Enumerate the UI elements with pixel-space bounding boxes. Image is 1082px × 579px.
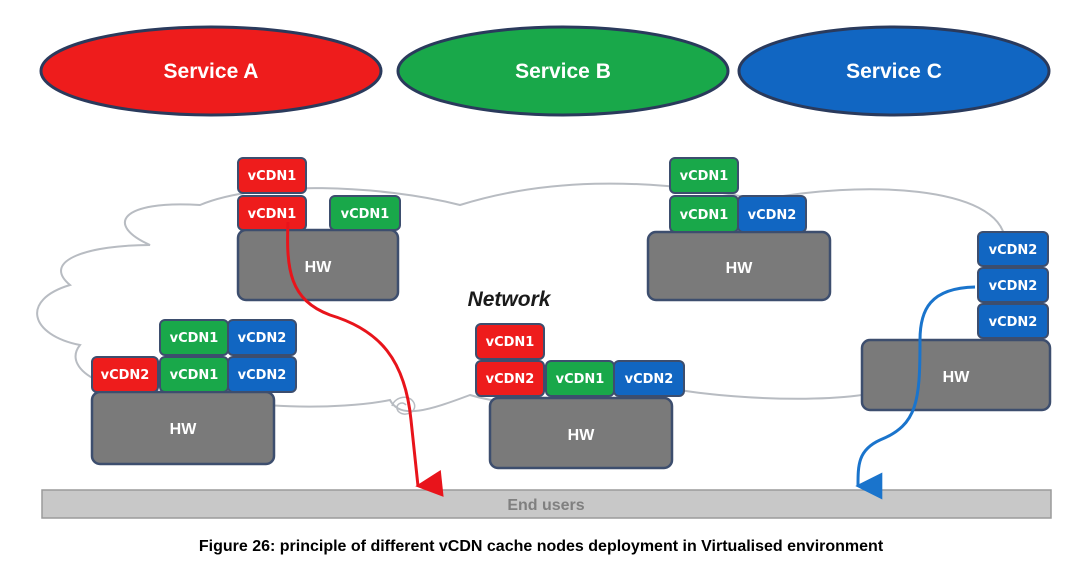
hw-node-1: HW vCDN1 vCDN1 vCDN1 (236, 157, 401, 302)
vcdn-label: vCDN2 (101, 368, 150, 383)
vcdn-label: vCDN1 (556, 372, 605, 387)
service-a-label: Service A (164, 60, 259, 83)
vcdn-box (737, 195, 807, 233)
vcdn-box (613, 360, 685, 397)
vcdn-label: vCDN2 (486, 372, 535, 387)
vcdn-label: vCDN1 (680, 169, 729, 184)
end-users-bar: End users (41, 489, 1052, 519)
vcdn-deployment-diagram: Service A Service B Service C Network En… (36, 25, 1052, 519)
hw-label: HW (943, 369, 971, 386)
network-label: Network (468, 288, 552, 311)
hw-node-5: HW vCDN1 vCDN2 vCDN1 vCDN2 (475, 323, 685, 470)
hw-node-3: HW vCDN2 vCDN2 vCDN2 (860, 231, 1052, 412)
vcdn-box (227, 356, 297, 393)
vcdn-label: vCDN2 (989, 315, 1038, 330)
vcdn-label: vCDN1 (486, 335, 535, 350)
vcdn-label: vCDN1 (341, 207, 390, 222)
service-c-ellipse: Service C (737, 25, 1051, 117)
hw-box (860, 338, 1052, 412)
vcdn-box (227, 319, 297, 356)
service-b-label: Service B (515, 60, 611, 83)
vcdn-label: vCDN2 (625, 372, 674, 387)
vcdn-box (669, 157, 739, 194)
service-c-label: Service C (846, 60, 942, 83)
vcdn-label: vCDN1 (680, 208, 729, 223)
vcdn-label: vCDN2 (238, 368, 287, 383)
vcdn-box (977, 231, 1049, 267)
vcdn-label: vCDN1 (170, 368, 219, 383)
vcdn-label: vCDN2 (238, 331, 287, 346)
vcdn-box (475, 323, 545, 360)
vcdn-box (237, 157, 307, 194)
hw-label: HW (726, 260, 754, 277)
vcdn-box (977, 303, 1049, 339)
service-b-ellipse: Service B (396, 25, 730, 117)
service-a-ellipse: Service A (39, 25, 383, 117)
end-users-label: End users (507, 497, 584, 514)
red-flow-arrow (286, 221, 444, 497)
vcdn-label: vCDN2 (748, 208, 797, 223)
vcdn-label: vCDN1 (248, 207, 297, 222)
hw-label: HW (305, 259, 333, 276)
blue-flow-arrow (855, 285, 976, 500)
vcdn-label: vCDN2 (989, 243, 1038, 258)
vcdn-box (329, 195, 401, 231)
hw-node-2: HW vCDN1 vCDN1 vCDN2 (646, 157, 832, 302)
vcdn-box (475, 360, 545, 397)
hw-label: HW (170, 421, 198, 438)
figure-caption: Figure 26: principle of different vCDN c… (198, 538, 884, 555)
vcdn-label: vCDN1 (248, 169, 297, 184)
hw-box (488, 396, 674, 470)
hw-node-4: HW vCDN2 vCDN1 vCDN1 vCDN2 vCDN2 (90, 319, 297, 466)
hw-box (236, 228, 400, 302)
hw-label: HW (568, 427, 596, 444)
vcdn-box (91, 356, 159, 393)
vcdn-box (977, 267, 1049, 303)
vcdn-box (237, 195, 307, 231)
vcdn-label: vCDN1 (170, 331, 219, 346)
vcdn-label: vCDN2 (989, 279, 1038, 294)
hw-box (646, 230, 832, 302)
